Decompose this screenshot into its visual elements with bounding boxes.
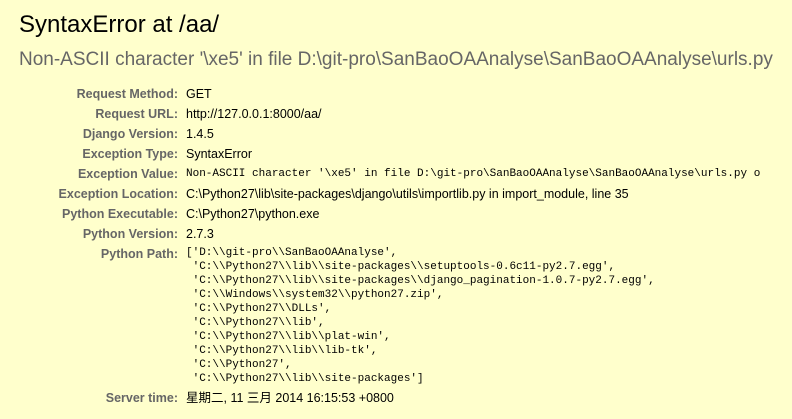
django-version-label: Django Version: [82,127,178,141]
django-version-row: Django Version: 1.4.5 [19,124,760,144]
exception-type-row: Exception Type: SyntaxError [19,144,760,164]
exception-value-label: Exception Value: [77,167,178,181]
page-title: SyntaxError at /aa/ [19,11,220,38]
python-path-value: ['D:\\git-pro\\SanBaoOAAnalyse', 'C:\\Py… [186,247,655,385]
error-subtitle: Non-ASCII character '\xe5' in file D:\gi… [19,49,773,70]
server-time-row: Server time: 星期二, 11 三月 2014 16:15:53 +0… [19,388,760,408]
request-url-value: http://127.0.0.1:8000/aa/ [186,107,322,121]
server-time-label: Server time: [105,391,178,405]
python-path-row: Python Path: ['D:\\git-pro\\SanBaoOAAnal… [19,244,760,388]
request-method-row: Request Method: GET [19,84,760,104]
request-method-label: Request Method: [76,87,178,101]
exception-location-value: C:\Python27\lib\site-packages\django\uti… [186,187,629,201]
request-url-row: Request URL: http://127.0.0.1:8000/aa/ [19,104,760,124]
exception-type-value: SyntaxError [186,147,252,161]
python-path-label: Python Path: [100,247,178,261]
python-executable-row: Python Executable: C:\Python27\python.ex… [19,204,760,224]
python-executable-label: Python Executable: [62,207,178,221]
exception-value-value: Non-ASCII character '\xe5' in file D:\gi… [186,168,761,180]
exception-value-row: Exception Value: Non-ASCII character '\x… [19,164,760,184]
exception-location-row: Exception Location: C:\Python27\lib\site… [19,184,760,204]
python-path-cell: ['D:\\git-pro\\SanBaoOAAnalyse', 'C:\\Py… [186,244,760,388]
exception-location-label: Exception Location: [58,187,178,201]
python-version-label: Python Version: [82,227,178,241]
exception-type-label: Exception Type: [82,147,178,161]
request-url-label: Request URL: [95,107,178,121]
request-meta-table: Request Method: GET Request URL: http://… [19,84,761,408]
python-version-value: 2.7.3 [186,227,214,241]
python-version-row: Python Version: 2.7.3 [19,224,760,244]
server-time-value: 星期二, 11 三月 2014 16:15:53 +0800 [186,391,394,405]
request-method-value: GET [186,87,212,101]
django-version-value: 1.4.5 [186,127,214,141]
python-executable-value: C:\Python27\python.exe [186,207,320,221]
